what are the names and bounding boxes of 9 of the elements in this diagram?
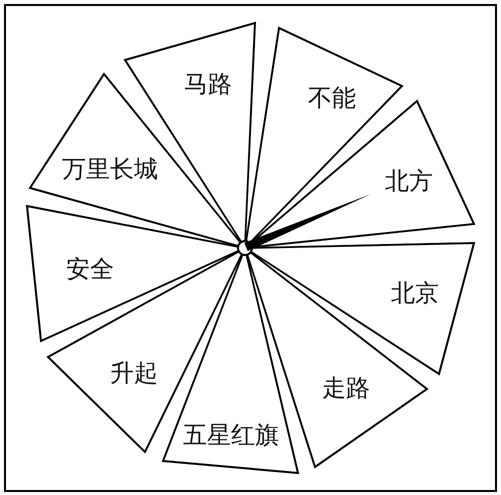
- sector-label: 升起: [110, 360, 158, 386]
- sector-label: 不能: [308, 85, 356, 111]
- sector-label: 安全: [66, 256, 114, 282]
- sector-label: 走路: [322, 375, 370, 401]
- sector-label: 马路: [184, 71, 232, 97]
- sector-label: 北方: [385, 168, 433, 194]
- sector-label: 五星红旗: [183, 422, 279, 448]
- sector-label: 北京: [391, 280, 439, 306]
- sector-label: 万里长城: [62, 156, 158, 182]
